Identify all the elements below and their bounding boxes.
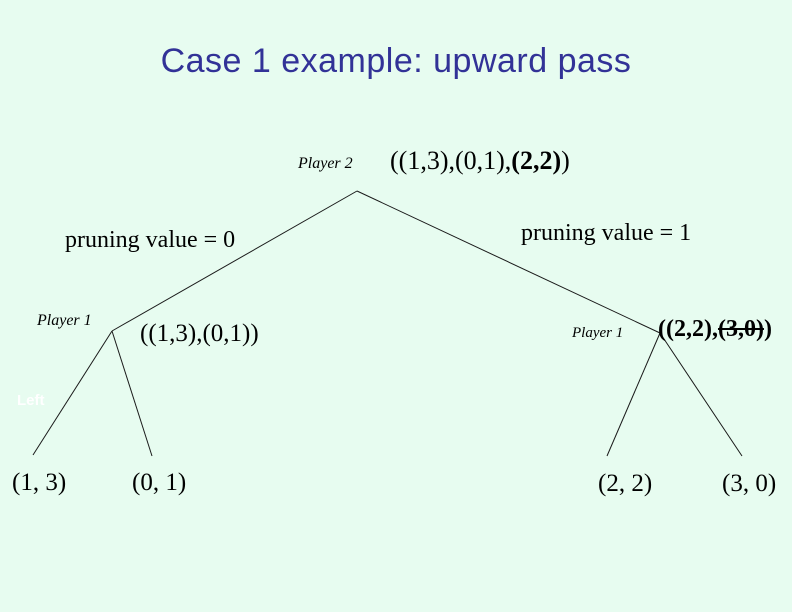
edge-left-node-to-leaf-1 — [32, 330, 113, 456]
left-node-player-label: Player 1 — [37, 312, 92, 329]
edge-root-to-left-node — [111, 190, 358, 332]
leaf-1-3: (1, 3) — [12, 469, 67, 496]
edge-right-node-to-leaf-1 — [606, 332, 661, 457]
slide-title: Case 1 example: upward pass — [160, 42, 632, 80]
left-pruning-value: pruning value = 0 — [65, 227, 236, 253]
edge-right-node-to-leaf-2 — [659, 332, 743, 457]
right-pruning-value: pruning value = 1 — [521, 220, 692, 246]
root-value-prefix: ((1,3),(0,1), — [390, 146, 512, 175]
root-player-label: Player 2 — [298, 155, 353, 172]
right-node-value-suffix: ) — [763, 316, 772, 342]
edge-left-node-to-leaf-2 — [111, 330, 153, 457]
root-value-bold: (2,2) — [511, 146, 562, 175]
root-value-suffix: ) — [561, 146, 570, 175]
right-node-player-label: Player 1 — [572, 325, 624, 341]
faint-left-label: Left — [17, 392, 45, 409]
right-node-value-prefix: ((2,2), — [658, 316, 718, 342]
root-value: ((1,3),(0,1),(2,2)) — [390, 146, 570, 176]
right-node-value-struck: (3,0) — [717, 316, 764, 342]
leaf-3-0: (3, 0) — [722, 470, 777, 497]
left-node-value: ((1,3),(0,1)) — [140, 320, 259, 347]
edge-root-to-right-node — [356, 190, 661, 334]
right-node-value: ((2,2),(3,0)) — [658, 316, 772, 343]
leaf-2-2: (2, 2) — [598, 470, 653, 497]
leaf-0-1: (0, 1) — [132, 469, 187, 496]
